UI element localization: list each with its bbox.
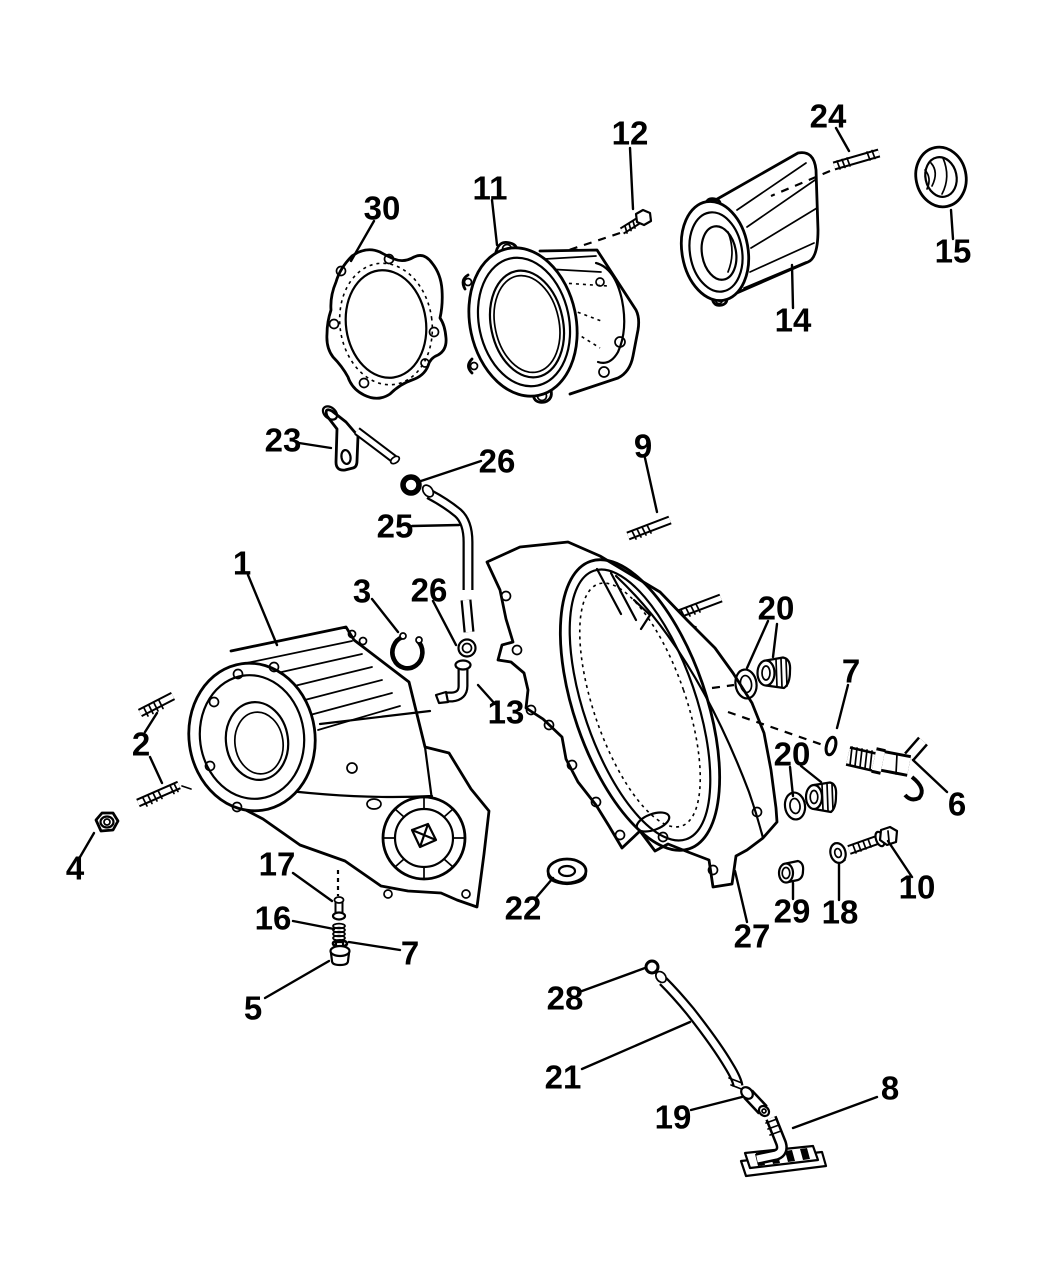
- callout-22: 22: [505, 890, 542, 927]
- part-4-nut: [94, 811, 120, 833]
- part-12-bolt: [619, 208, 653, 235]
- part-14-output-housing: [679, 151, 820, 307]
- callout-7-lower: 7: [401, 935, 419, 972]
- part-8-elbow-bracket: [739, 1115, 828, 1178]
- callout-21: 21: [545, 1059, 582, 1096]
- callout-1: 1: [233, 545, 251, 582]
- callout-7-upper: 7: [842, 653, 860, 690]
- callout-30: 30: [364, 190, 401, 227]
- callout-23: 23: [265, 422, 302, 459]
- callout-15: 15: [935, 233, 972, 270]
- callout-26-upper: 26: [479, 443, 516, 480]
- callout-3: 3: [353, 573, 371, 610]
- part-26-oring-lower: [457, 638, 477, 658]
- part-6-switch: [845, 736, 928, 802]
- part-17-plunger: [331, 896, 347, 921]
- callout-4: 4: [66, 850, 85, 887]
- callout-18: 18: [822, 894, 859, 931]
- callout-6: 6: [948, 786, 966, 823]
- part-11-extension-housing: [461, 241, 641, 404]
- part-18-washer: [829, 842, 847, 864]
- callout-27: 27: [734, 918, 771, 955]
- callout-9: 9: [634, 428, 652, 465]
- callout-11: 11: [473, 170, 508, 207]
- part-29-bushing: [777, 859, 805, 884]
- callout-20-upper: 20: [758, 590, 795, 627]
- part-7-oring-switch: [824, 735, 838, 757]
- callout-25: 25: [377, 508, 414, 545]
- part-30-gasket: [325, 248, 448, 400]
- part-26-oring-upper: [400, 474, 422, 496]
- part-16-spring: [332, 922, 346, 942]
- part-5-plug: [329, 940, 351, 967]
- part-23-shift-lever: [321, 405, 401, 472]
- callout-2: 2: [132, 726, 150, 763]
- part-13-elbow-fitting: [434, 659, 472, 705]
- part-20-washer-plug-upper: [734, 656, 792, 700]
- part-25-vent-tube: [421, 484, 475, 633]
- part-15-seal: [914, 145, 968, 209]
- callout-13: 13: [488, 694, 525, 731]
- part-19-fitting: [740, 1086, 771, 1118]
- callout-20-lower: 20: [774, 736, 811, 773]
- callout-12: 12: [612, 115, 649, 152]
- callout-29: 29: [774, 893, 811, 930]
- part-1-front-case: [187, 625, 491, 909]
- part-28-oring: [644, 959, 660, 975]
- part-21-tube: [654, 970, 745, 1091]
- callout-24: 24: [810, 98, 847, 135]
- callout-16: 16: [255, 900, 292, 937]
- part-24-stud: [832, 148, 881, 171]
- part-27-rear-case: [485, 540, 779, 889]
- callout-5: 5: [244, 990, 262, 1027]
- part-3-snap-ring: [390, 632, 425, 671]
- part-9-studs: [626, 515, 723, 628]
- callout-17: 17: [259, 846, 296, 883]
- callout-28: 28: [547, 980, 584, 1017]
- part-2-studs: [136, 691, 181, 808]
- part-20-washer-plug-lower: [783, 781, 838, 821]
- part-10-bolt: [847, 825, 899, 855]
- leader-lines: [78, 126, 955, 1130]
- callout-10: 10: [899, 869, 936, 906]
- callout-14: 14: [775, 302, 812, 339]
- part-22-washer: [546, 857, 588, 886]
- callout-19: 19: [655, 1099, 692, 1136]
- callout-8: 8: [881, 1070, 899, 1107]
- callout-26-lower: 26: [411, 572, 448, 609]
- callout-labels: 1 2 3 4 5 6 7 7 8 9 10 11 12 13 14 15 16…: [66, 98, 972, 1136]
